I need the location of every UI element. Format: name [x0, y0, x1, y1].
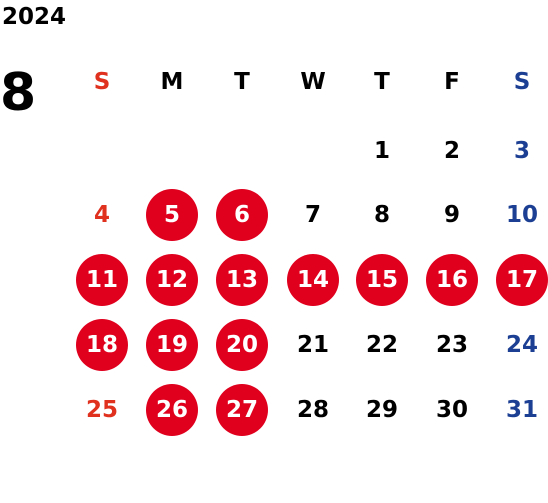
weekday-label-sat: S	[513, 69, 531, 95]
day-cell-14: 14	[287, 254, 339, 306]
weekday-label-sun: S	[93, 69, 111, 95]
calendar-year: 2024	[2, 4, 67, 30]
day-cell-21: 21	[296, 332, 329, 358]
day-cell-24: 24	[505, 332, 538, 358]
day-cell-25: 25	[85, 397, 118, 423]
day-cell-9: 9	[443, 202, 460, 228]
day-cell-31: 31	[505, 397, 538, 423]
day-cell-12: 12	[146, 254, 198, 306]
weekday-label-fri: F	[444, 69, 460, 95]
day-cell-10: 10	[505, 202, 538, 228]
calendar-month: 8	[0, 63, 37, 123]
day-cell-13: 13	[216, 254, 268, 306]
weekday-label-thu: T	[374, 69, 390, 95]
day-cell-1: 1	[373, 138, 390, 164]
day-cell-26: 26	[146, 384, 198, 436]
weekday-label-mon: M	[160, 69, 184, 95]
day-cell-2: 2	[443, 138, 460, 164]
day-cell-8: 8	[373, 202, 390, 228]
weekday-label-tue: T	[234, 69, 250, 95]
day-cell-3: 3	[513, 138, 530, 164]
day-cell-5: 5	[146, 189, 198, 241]
day-cell-22: 22	[365, 332, 398, 358]
day-cell-18: 18	[76, 319, 128, 371]
day-cell-19: 19	[146, 319, 198, 371]
day-cell-20: 20	[216, 319, 268, 371]
day-cell-15: 15	[356, 254, 408, 306]
day-cell-23: 23	[435, 332, 468, 358]
day-cell-30: 30	[435, 397, 468, 423]
day-cell-7: 7	[304, 202, 321, 228]
day-cell-28: 28	[296, 397, 329, 423]
day-cell-16: 16	[426, 254, 478, 306]
day-cell-6: 6	[216, 189, 268, 241]
day-cell-11: 11	[76, 254, 128, 306]
weekday-label-wed: W	[300, 69, 326, 95]
day-cell-17: 17	[496, 254, 548, 306]
day-cell-4: 4	[93, 202, 110, 228]
day-cell-27: 27	[216, 384, 268, 436]
day-cell-29: 29	[365, 397, 398, 423]
